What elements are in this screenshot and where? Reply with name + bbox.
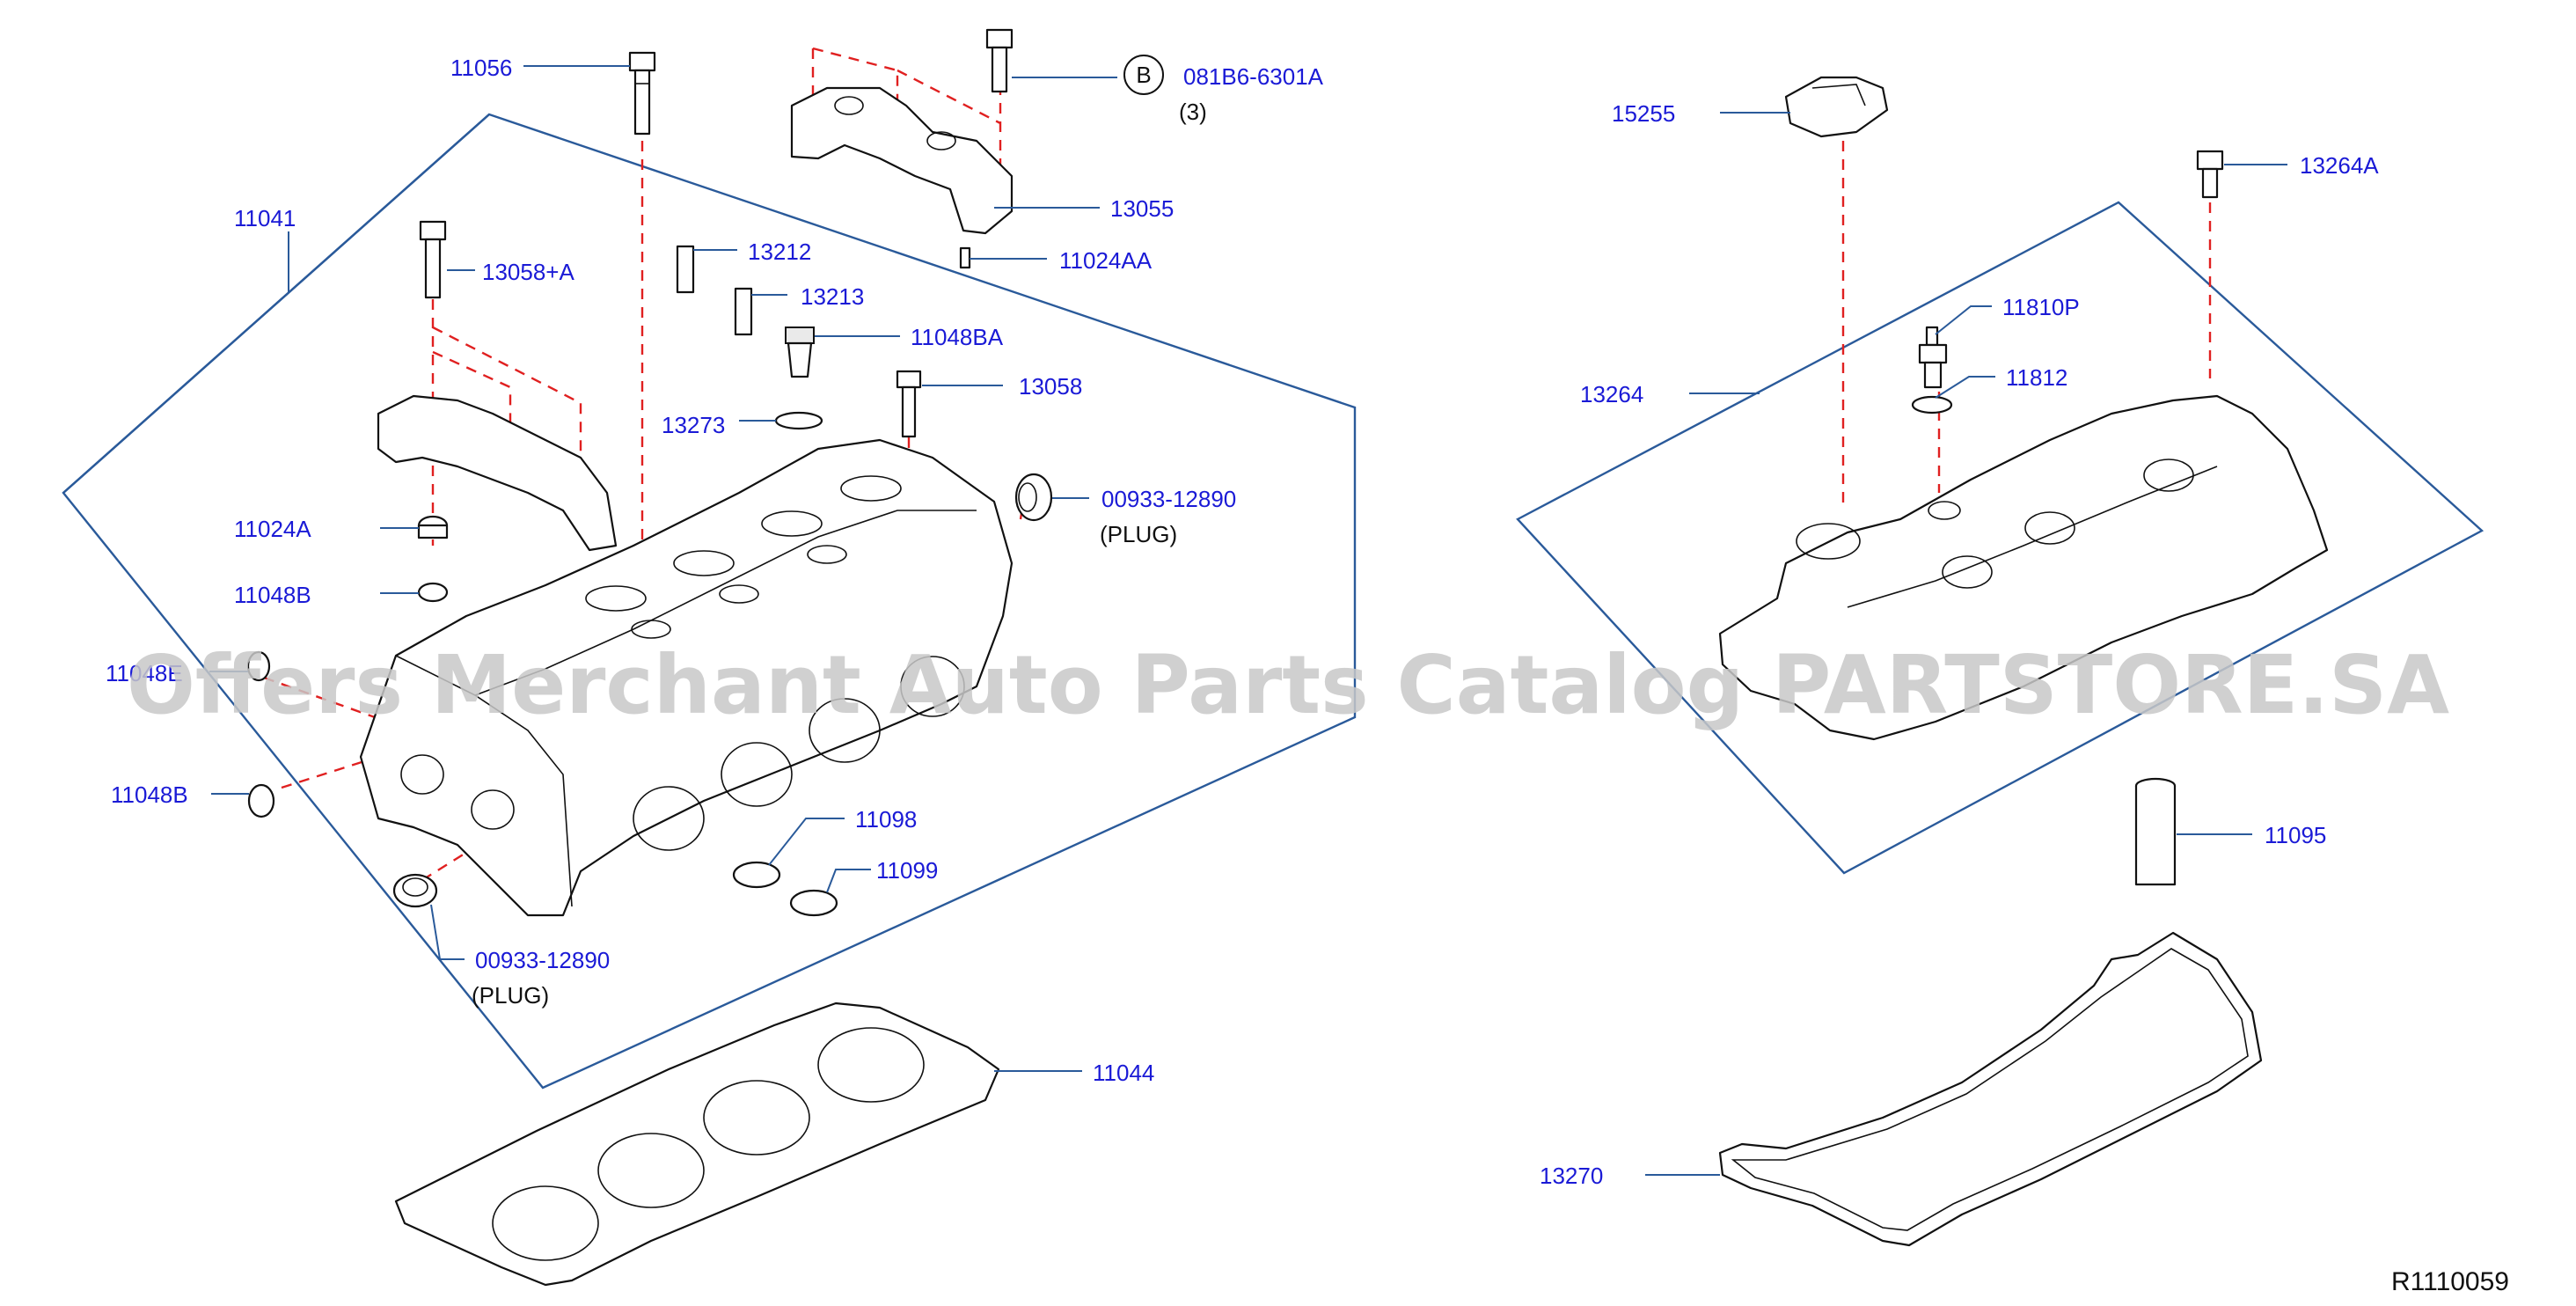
dowel-11024a-shape <box>417 515 449 539</box>
washer-11812-shape <box>1911 395 1953 415</box>
part-label-11024aa[interactable]: 11024AA <box>1059 247 1153 274</box>
diagram-reference-code: R1110059 <box>2391 1267 2509 1296</box>
part-label-13213[interactable]: 13213 <box>801 283 864 310</box>
rocker-cover-assembly-frame <box>1516 201 2485 875</box>
bolt-13058-shape <box>896 370 922 438</box>
plug-note-top: (PLUG) <box>1100 521 1177 547</box>
part-label-11095[interactable]: 11095 <box>2265 822 2326 848</box>
seal-ring-11048b-shape <box>417 582 449 603</box>
part-label-11048b-2[interactable]: 11048B <box>111 781 188 808</box>
part-label-13055[interactable]: 13055 <box>1110 195 1174 222</box>
part-label-13264[interactable]: 13264 <box>1580 381 1643 407</box>
part-label-00933-12890-bottom[interactable]: 00933-12890 <box>475 947 610 973</box>
cam-bracket-13055-shape <box>790 86 1014 235</box>
part-label-11048e[interactable]: 11048E <box>106 660 183 686</box>
bolt-081b6-shape <box>985 28 1014 93</box>
dowel-pin-11024aa-shape <box>959 246 971 269</box>
part-label-081b6-6301a[interactable]: 081B6-6301A <box>1183 63 1324 90</box>
washer-13273-shape <box>774 411 823 430</box>
watermark-text: Offers Merchant Auto Parts Catalog PARTS… <box>127 638 2449 732</box>
part-label-13058a[interactable]: 13058+A <box>482 259 574 285</box>
part-label-13212[interactable]: 13212 <box>748 238 811 265</box>
part-label-11099[interactable]: 11099 <box>876 857 938 884</box>
seal-ring-11048e-shape <box>246 650 271 682</box>
callout-letter-b: B <box>1136 62 1151 88</box>
tube-11095-shape <box>2134 777 2177 886</box>
part-label-11041[interactable]: 11041 <box>234 205 296 231</box>
part-label-11810p[interactable]: 11810P <box>2002 294 2080 320</box>
plug-note-bottom: (PLUG) <box>472 982 549 1009</box>
plug-bottom-shape <box>392 873 438 908</box>
part-label-11048b-1[interactable]: 11048B <box>234 582 311 608</box>
bracket-hole <box>926 131 956 150</box>
seal-ring-11099-shape <box>789 889 838 917</box>
sensor-11810p-shape <box>1918 326 1948 389</box>
part-label-13058[interactable]: 13058 <box>1019 373 1082 400</box>
part-label-11098[interactable]: 11098 <box>855 806 917 833</box>
part-label-00933-12890-top[interactable]: 00933-12890 <box>1101 486 1236 512</box>
bracket-hole <box>834 96 864 115</box>
part-label-13270[interactable]: 13270 <box>1540 1163 1603 1189</box>
part-label-15255[interactable]: 15255 <box>1612 100 1675 127</box>
pin-13213-shape <box>734 287 753 336</box>
part-label-11812[interactable]: 11812 <box>2006 364 2067 391</box>
plug-top-shape <box>1014 473 1053 522</box>
bolt-13264a-shape <box>2196 150 2224 199</box>
callout-circle-b <box>1123 55 1164 95</box>
cylinder-head-frame-edge <box>62 114 490 494</box>
bolt-11056-shape <box>628 51 656 136</box>
oil-cap-15255-shape <box>1784 76 1889 138</box>
leader-lines <box>209 65 2287 1176</box>
cylinder-head-body <box>359 438 1014 917</box>
part-label-11024a[interactable]: 11024A <box>234 516 311 542</box>
bolt-13058a-shape <box>419 220 447 299</box>
cover-gasket-13270-shape <box>1718 931 2263 1247</box>
part-label-11044[interactable]: 11044 <box>1093 1060 1154 1086</box>
seal-11048ba-shape <box>785 326 815 378</box>
part-label-11056[interactable]: 11056 <box>450 55 512 81</box>
seal-ring-11048b2-shape <box>247 783 275 818</box>
rocker-cover-13264-shape <box>1718 394 2329 741</box>
cam-bracket-left-shape <box>377 394 618 552</box>
part-label-13273[interactable]: 13273 <box>662 412 725 438</box>
part-label-13264a[interactable]: 13264A <box>2300 152 2379 179</box>
seal-ring-11098-shape <box>732 861 781 889</box>
pin-13212-shape <box>676 245 695 294</box>
part-qty-081b6: (3) <box>1179 99 1207 125</box>
part-label-11048ba[interactable]: 11048BA <box>911 324 1004 350</box>
head-gasket-11044-shape <box>394 1002 1000 1287</box>
